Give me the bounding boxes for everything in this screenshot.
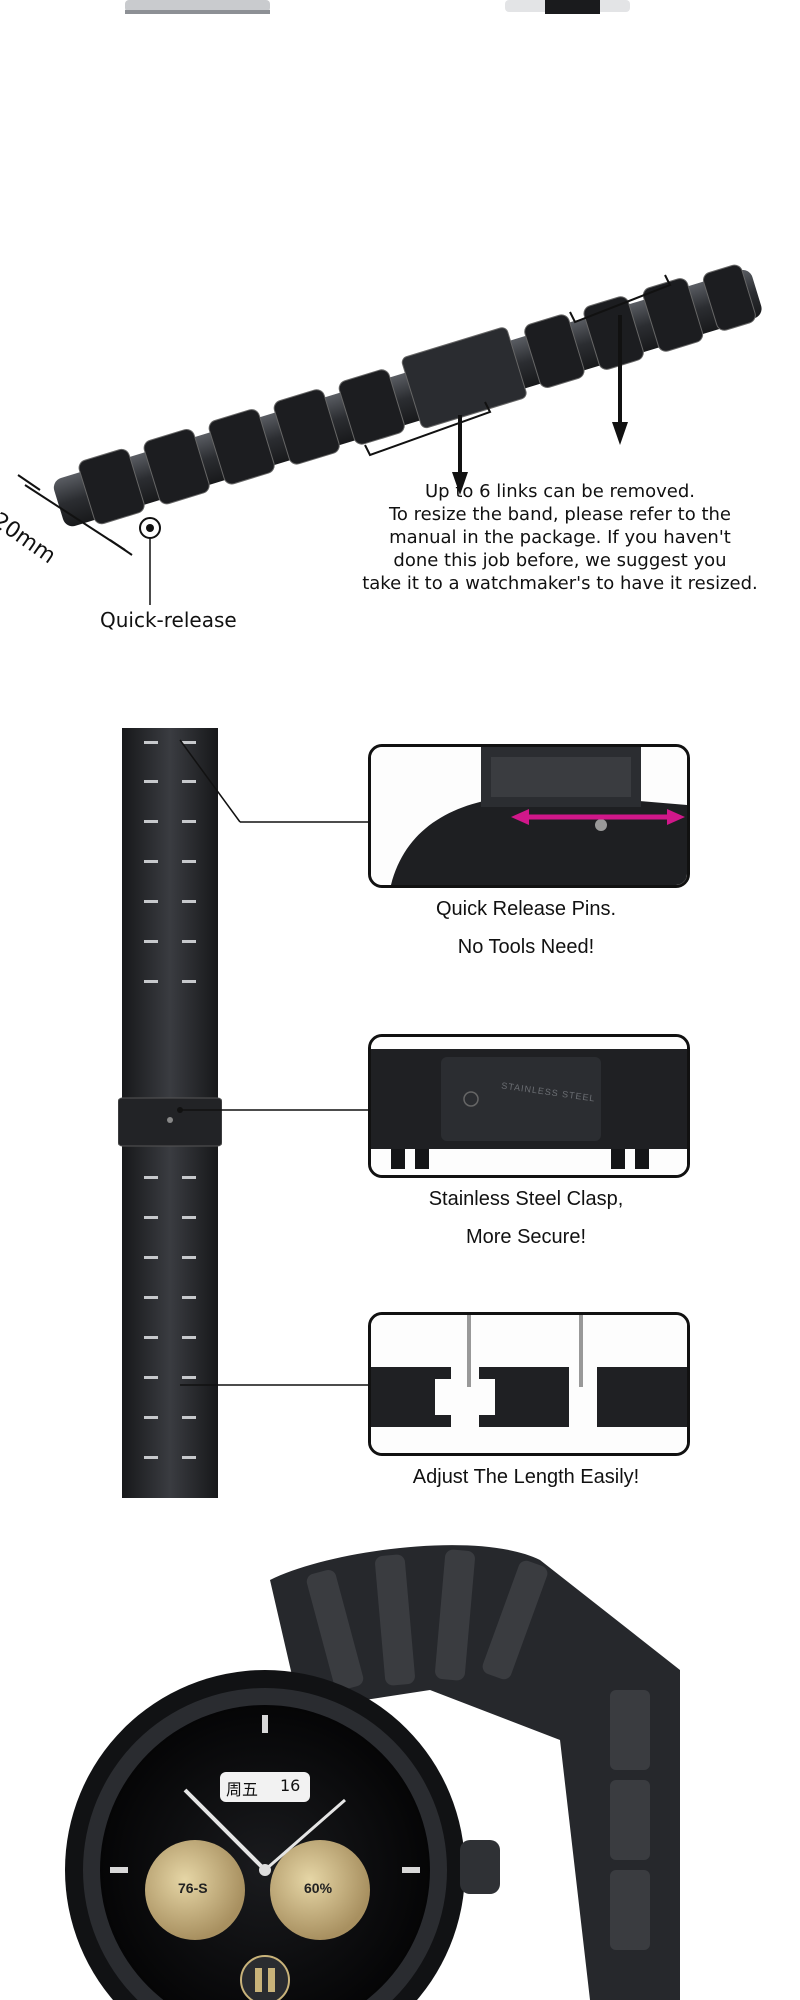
callout-leader-lines (177, 739, 368, 1386)
feature-caption-line: Adjust The Length Easily! (412, 1466, 640, 1488)
dial-date-day: 周五 (226, 1780, 259, 1799)
band-diagonal-illustration (17, 264, 762, 605)
feature-caption-line: More Secure! (465, 1226, 587, 1248)
feature-caption-line: Stainless Steel Clasp, (428, 1188, 624, 1210)
feature-caption-clasp: Stainless Steel Clasp, More Secure! (368, 1180, 684, 1256)
subdial-right-value: 60% (304, 1880, 333, 1896)
links-note-line: To resize the band, please refer to the (388, 504, 732, 525)
links-note: Up to 6 links can be removed. To resize … (355, 480, 765, 595)
dial-date-number: 16 (280, 1776, 301, 1795)
feature-caption-quick-release: Quick Release Pins. No Tools Need! (368, 890, 684, 966)
watch-photo: 周五 16 76-S 60% (0, 1540, 800, 2000)
links-note-line: Up to 6 links can be removed. (425, 481, 695, 502)
subdial-left-value: 76-S (178, 1880, 208, 1896)
resize-diagram: 20mm Quick-release Up to 6 links can be … (0, 150, 800, 640)
feature-caption-line: No Tools Need! (457, 936, 595, 958)
links-note-line: done this job before, we suggest you (393, 550, 727, 571)
link-adjust-photo (368, 1312, 690, 1456)
features-section: Quick Release Pins. No Tools Need! STAIN… (0, 720, 800, 1510)
quick-release-pin-photo (368, 744, 690, 888)
top-link-strip (0, 0, 800, 20)
links-note-line: manual in the package. If you haven't (389, 527, 731, 548)
quick-release-label: Quick-release (100, 608, 237, 632)
clasp-photo: STAINLESS STEEL (368, 1034, 690, 1178)
feature-caption-link-adjust: Adjust The Length Easily! (368, 1458, 684, 1496)
feature-caption-line: Quick Release Pins. (435, 898, 617, 920)
links-note-line: take it to a watchmaker's to have it res… (362, 573, 758, 594)
